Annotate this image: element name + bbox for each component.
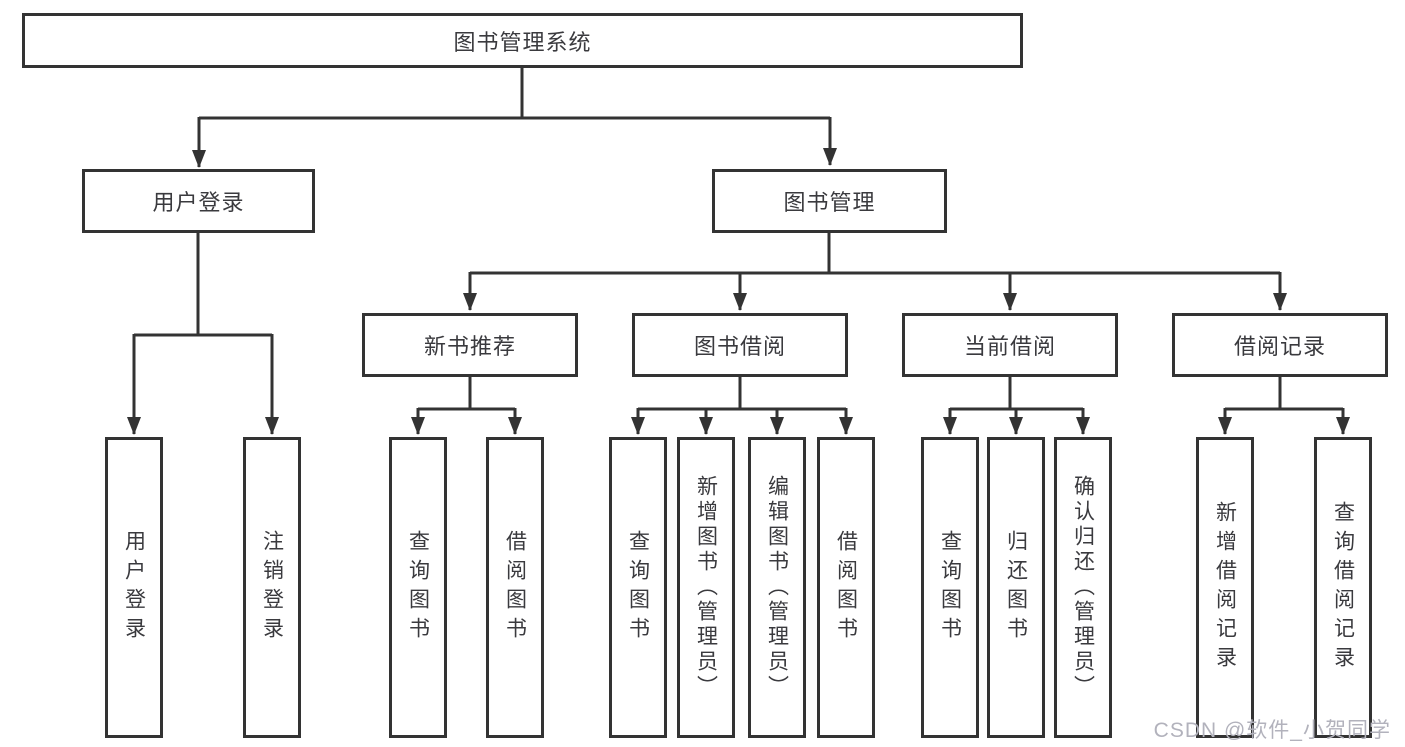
node-new-book-recommend: 新书推荐 <box>362 313 578 377</box>
node-user-login: 用户登录 <box>82 169 315 233</box>
node-book-management-label: 图书管理 <box>783 190 876 215</box>
csdn-watermark: CSDN @软件_小贺同学 <box>1153 719 1391 742</box>
node-book-management: 图书管理 <box>712 169 947 233</box>
leaf-bb-edit-book-admin: 编辑图书（管理员） <box>748 437 806 738</box>
leaf-bb-query-book-label: 查询图书 <box>626 529 650 646</box>
leaf-cb-confirm-return-admin: 确认归还（管理员） <box>1054 437 1112 738</box>
leaf-nb-query-book-label: 查询图书 <box>406 529 430 646</box>
leaf-br-add-record-label: 新增借阅记录 <box>1213 500 1237 675</box>
leaf-logout: 注销登录 <box>243 437 301 738</box>
leaf-bb-add-book-admin-label: 新增图书（管理员） <box>694 475 718 700</box>
node-current-borrow-label: 当前借阅 <box>963 334 1056 359</box>
node-current-borrow: 当前借阅 <box>902 313 1118 377</box>
leaf-bb-edit-book-admin-label: 编辑图书（管理员） <box>765 475 789 700</box>
leaf-user-login: 用户登录 <box>105 437 163 738</box>
node-borrow-record: 借阅记录 <box>1172 313 1388 377</box>
leaf-user-login-label: 用户登录 <box>122 529 146 646</box>
node-user-login-label: 用户登录 <box>152 190 245 215</box>
leaf-bb-borrow-book: 借阅图书 <box>817 437 875 738</box>
node-root-label: 图书管理系统 <box>453 29 592 55</box>
node-book-borrow-label: 图书借阅 <box>693 334 786 359</box>
leaf-bb-add-book-admin: 新增图书（管理员） <box>677 437 735 738</box>
leaf-nb-borrow-book-label: 借阅图书 <box>503 529 527 646</box>
leaf-cb-return-book-label: 归还图书 <box>1004 529 1028 646</box>
leaf-cb-query-book: 查询图书 <box>921 437 979 738</box>
leaf-br-add-record: 新增借阅记录 <box>1196 437 1254 738</box>
leaf-nb-query-book: 查询图书 <box>389 437 447 738</box>
node-root: 图书管理系统 <box>22 13 1023 68</box>
leaf-nb-borrow-book: 借阅图书 <box>486 437 544 738</box>
leaf-cb-confirm-return-admin-label: 确认归还（管理员） <box>1071 475 1095 700</box>
leaf-bb-borrow-book-label: 借阅图书 <box>834 529 858 646</box>
leaf-br-query-record-label: 查询借阅记录 <box>1331 500 1355 675</box>
leaf-cb-query-book-label: 查询图书 <box>938 529 962 646</box>
leaf-logout-label: 注销登录 <box>260 529 284 646</box>
leaf-br-query-record: 查询借阅记录 <box>1314 437 1372 738</box>
node-borrow-record-label: 借阅记录 <box>1233 334 1326 359</box>
leaf-cb-return-book: 归还图书 <box>987 437 1045 738</box>
node-new-book-recommend-label: 新书推荐 <box>423 334 516 359</box>
node-book-borrow: 图书借阅 <box>632 313 848 377</box>
leaf-bb-query-book: 查询图书 <box>609 437 667 738</box>
